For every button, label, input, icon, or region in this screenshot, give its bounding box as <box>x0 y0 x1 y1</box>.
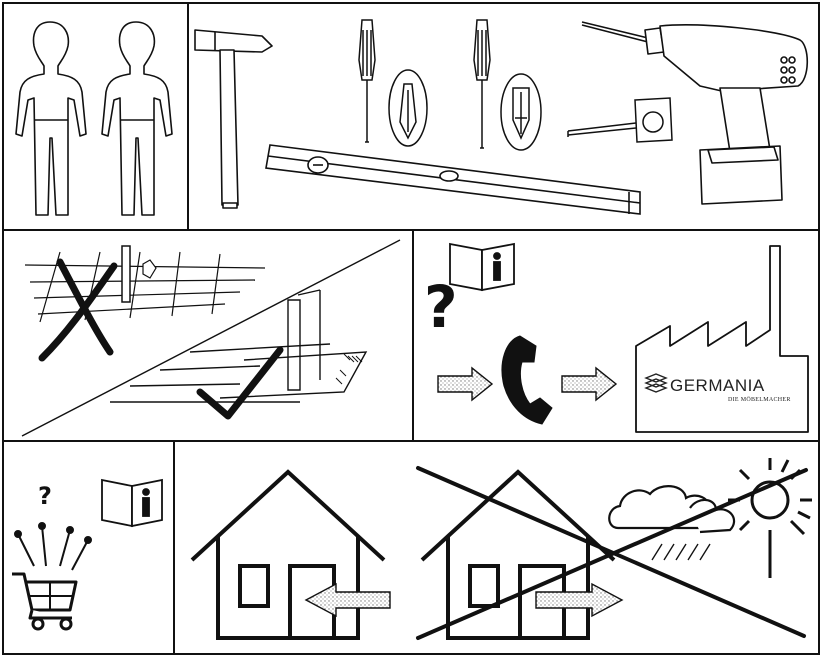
sun-icon <box>728 458 812 578</box>
germania-logo-mark <box>644 373 668 393</box>
tape-measure-icon <box>567 97 673 143</box>
shopping-cart-icon <box>12 572 78 631</box>
two-people-icon <box>15 21 173 216</box>
cordless-drill-icon <box>581 21 809 205</box>
manual-book-icon <box>449 242 515 292</box>
person-right <box>101 21 173 216</box>
person-left <box>15 21 87 216</box>
arrow-right-pointing-right <box>561 366 618 402</box>
correct-floor-icon <box>21 239 401 437</box>
check-mark-icon <box>196 346 284 420</box>
flathead-screwdriver-icon <box>358 19 428 147</box>
hammer-icon <box>194 29 273 209</box>
spirit-level-icon <box>265 144 641 215</box>
phillips-screwdriver-icon <box>473 19 542 151</box>
cross-mark-icon <box>38 258 118 362</box>
brand-tagline: DIE MÖBELMACHER <box>728 396 791 403</box>
question-mark: ? <box>424 273 458 341</box>
house-outdoor-icon <box>420 469 616 640</box>
house-indoor-icon <box>190 469 386 640</box>
screws-icon <box>14 522 92 571</box>
arrow-left-pointing-right <box>437 366 494 402</box>
brand-name: GERMANIA <box>670 376 765 395</box>
arrow-out-of-house <box>535 582 624 618</box>
telephone-icon <box>501 335 553 425</box>
prohibited-cross-icon <box>416 466 808 640</box>
question-mark-small: ? <box>38 482 52 510</box>
arrow-into-house <box>304 582 391 618</box>
germania-logo: GERMANIA DIE MÖBELMACHER <box>644 373 791 403</box>
factory-icon <box>635 245 809 433</box>
floor-grid-icon <box>24 245 266 323</box>
manual-book-icon-small <box>101 478 163 528</box>
